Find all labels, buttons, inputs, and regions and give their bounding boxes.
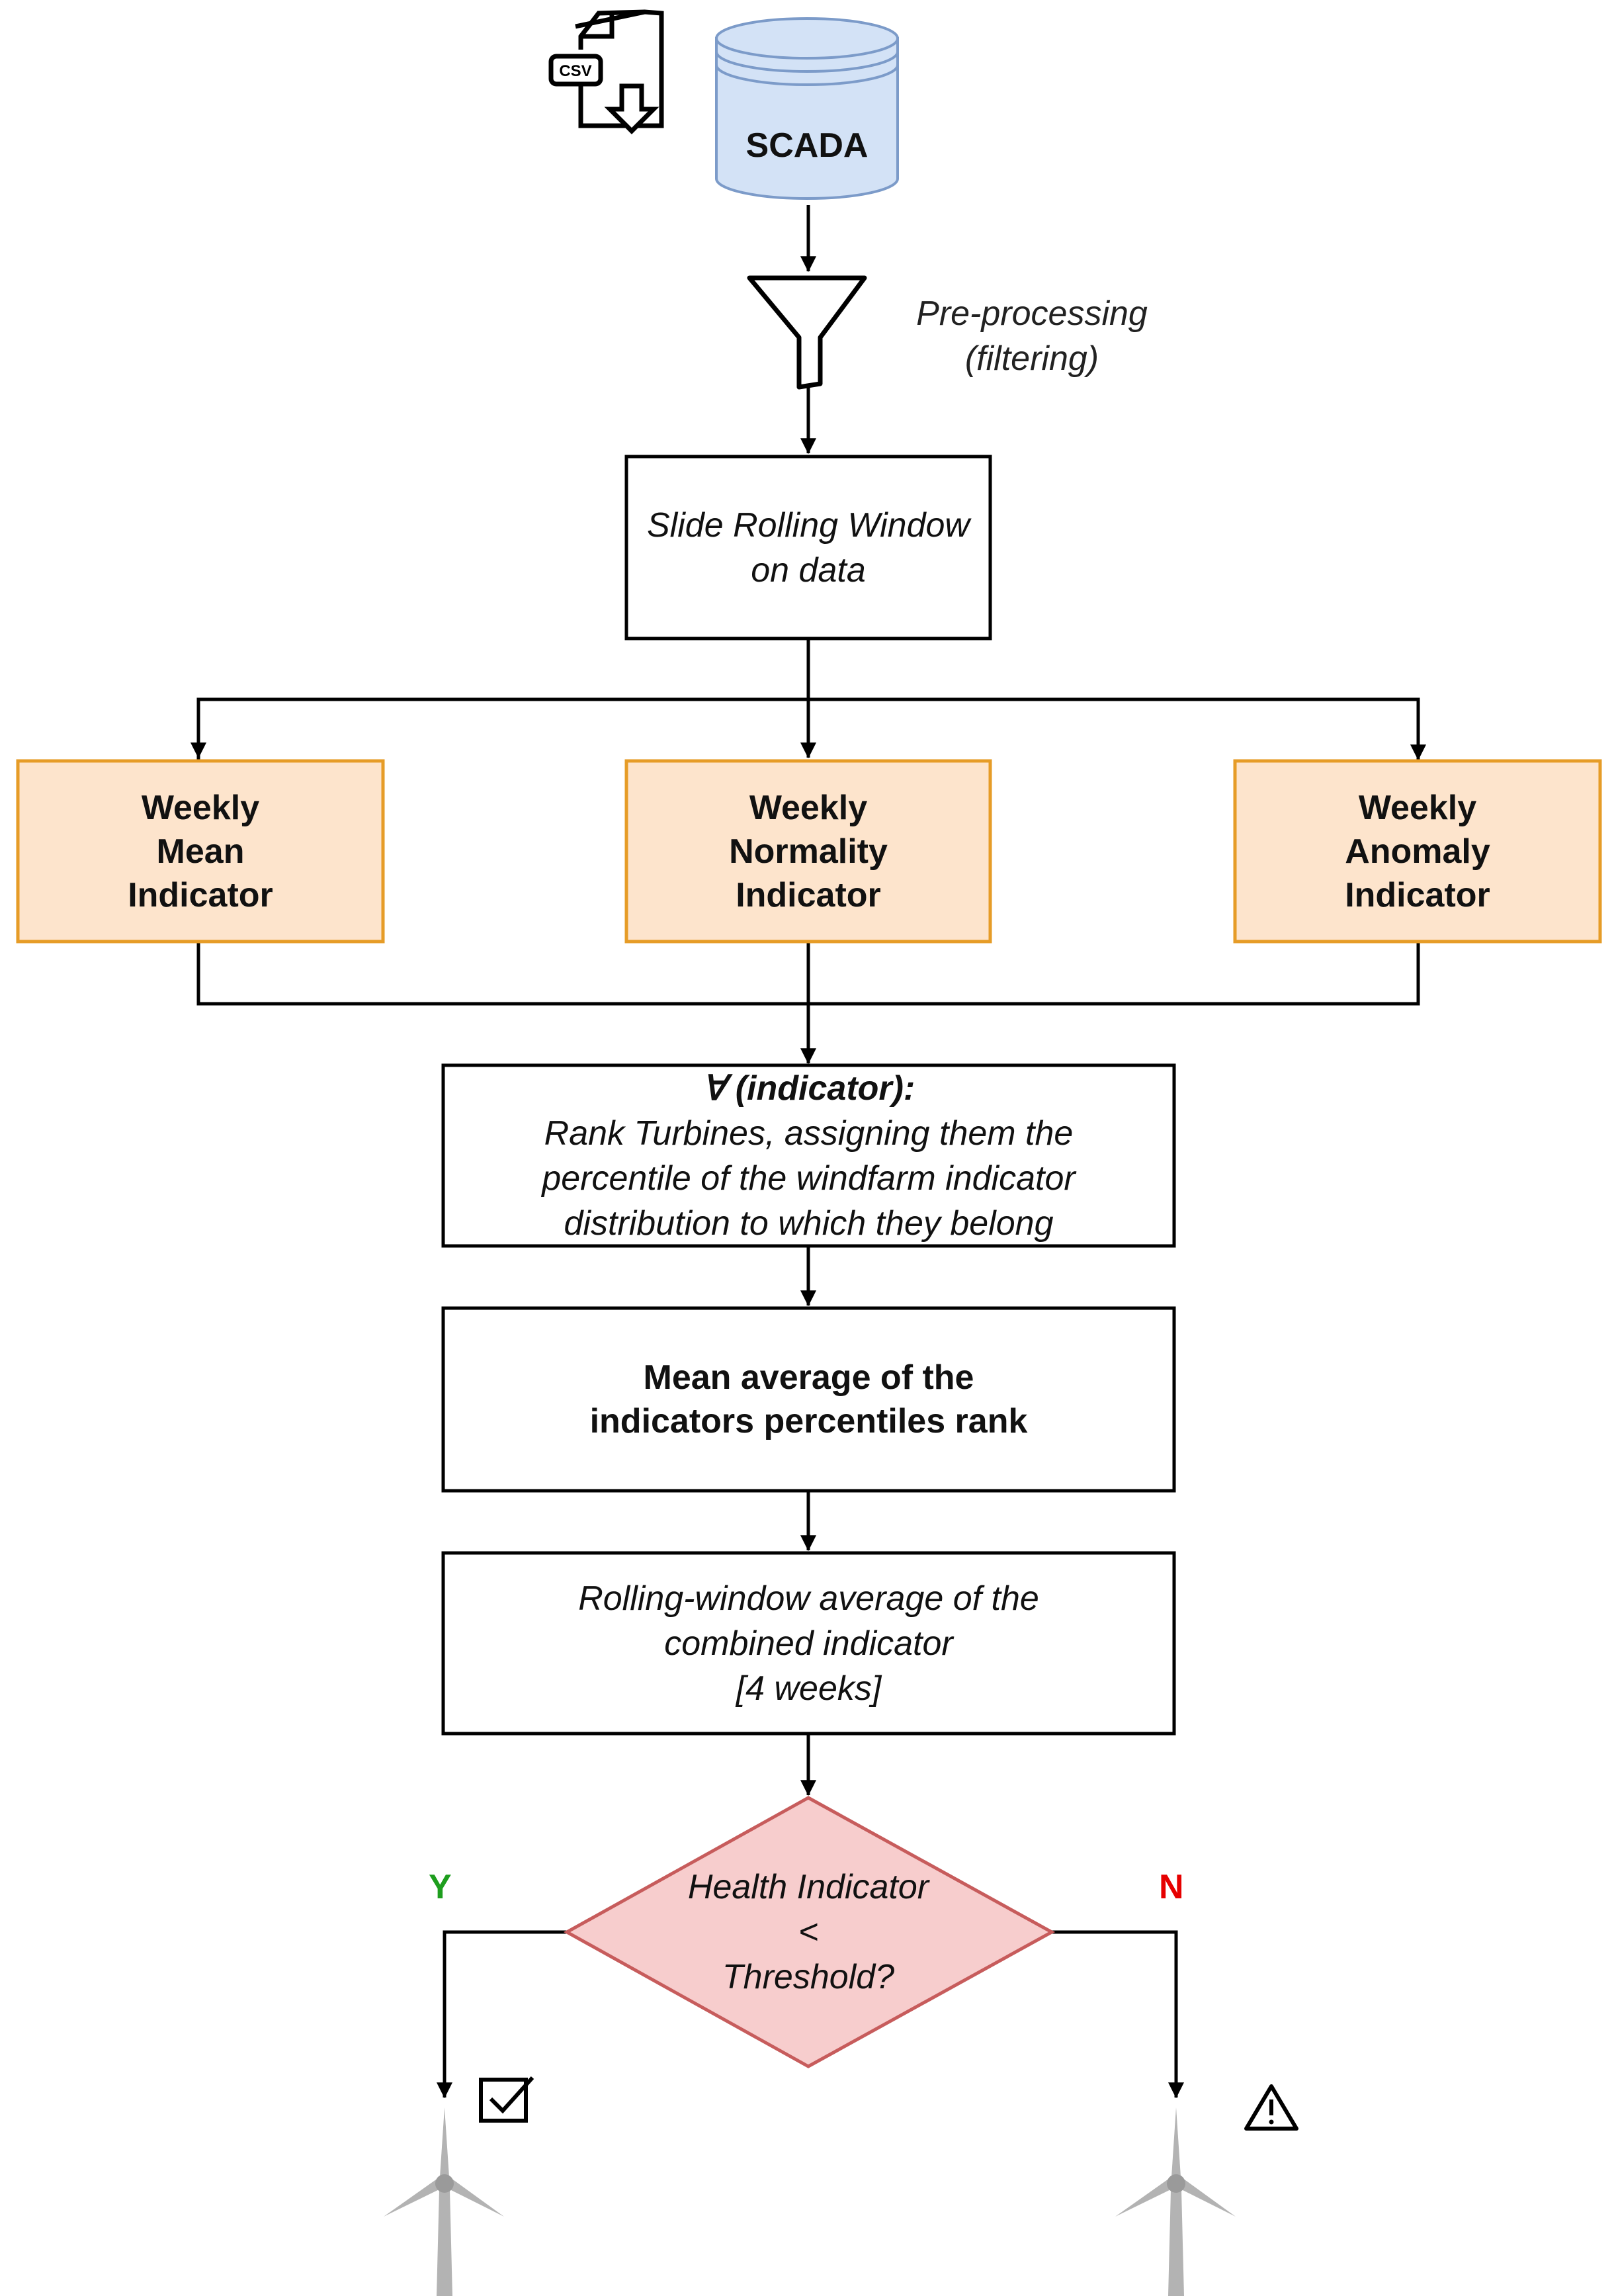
wind-turbine-icon xyxy=(384,2107,504,2296)
csv-badge: CSV xyxy=(559,62,591,80)
indicator-box-mean xyxy=(16,759,385,944)
mean-average-label: Mean average of the indicators percentil… xyxy=(589,1358,1028,1440)
rolling-window-label: Slide Rolling Window on data xyxy=(647,506,970,590)
database-icon xyxy=(715,17,899,200)
connectors xyxy=(191,205,1426,2099)
indicator-box-anomaly xyxy=(1233,759,1602,944)
warning-triangle-icon xyxy=(1244,2084,1298,2131)
combined-indicator-box xyxy=(441,1551,1176,1736)
database-label: SCADA xyxy=(745,126,869,165)
combined-indicator-label: Rolling-window average of the combined i… xyxy=(578,1579,1039,1708)
mean-average-box xyxy=(441,1306,1176,1493)
no-branch-label: N xyxy=(1159,1868,1184,1906)
rank-label: ∀ (indicator): Rank Turbines, assigning … xyxy=(542,1069,1076,1243)
rolling-window-box xyxy=(624,455,992,640)
csv-download-icon xyxy=(548,9,664,134)
checkbox-check-icon xyxy=(479,2076,534,2123)
yes-branch-label: Y xyxy=(429,1868,452,1906)
indicator-label-normality: Weekly Normality Indicator xyxy=(729,788,888,914)
preprocessing-label: Pre-processing (filtering) xyxy=(916,294,1148,378)
indicator-label-anomaly: Weekly Anomaly Indicator xyxy=(1345,788,1490,914)
decision-label: Health Indicator < Threshold? xyxy=(687,1868,929,1996)
rank-box xyxy=(441,1063,1176,1248)
indicator-label-mean: Weekly Mean Indicator xyxy=(128,788,273,914)
decision-diamond xyxy=(563,1796,1056,2068)
indicator-box-normality xyxy=(624,759,992,944)
wind-turbine-icon xyxy=(1115,2107,1236,2296)
funnel-icon xyxy=(747,275,867,390)
